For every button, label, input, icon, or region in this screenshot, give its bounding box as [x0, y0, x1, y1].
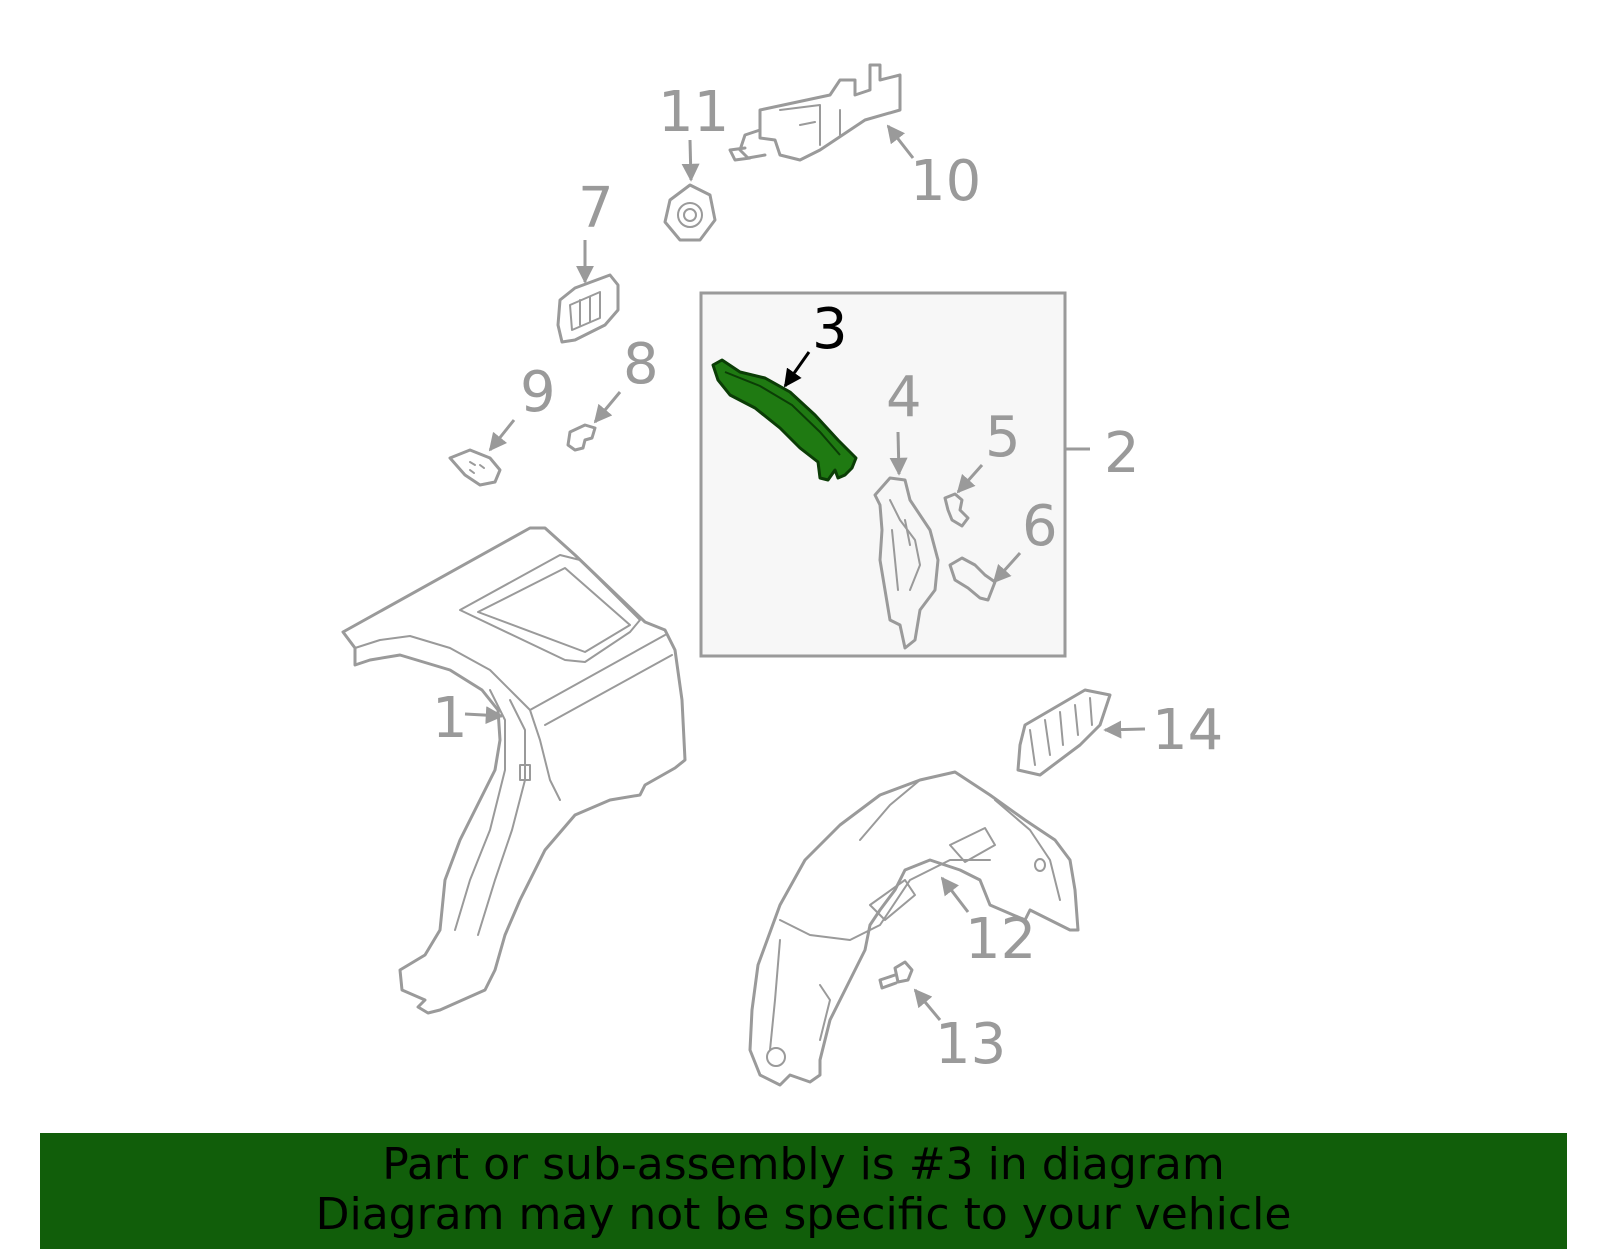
callout-leader-14 [1103, 720, 1146, 739]
callout-leader-11 [681, 139, 700, 182]
subassembly-box [699, 291, 1067, 658]
callout-7: 7 [578, 176, 614, 241]
banner-line-2: Diagram may not be specific to your vehi… [315, 1189, 1292, 1240]
callout-11: 11 [658, 80, 729, 145]
callout-leader-5 [956, 464, 984, 494]
callout-leader-13 [913, 988, 942, 1021]
part-6-clip [948, 556, 997, 602]
callout-12: 12 [965, 907, 1036, 972]
part-9-plug [448, 448, 502, 487]
callout-leader-3 [783, 351, 811, 388]
part-14-vent [1016, 688, 1112, 777]
part-3-reinforcement [711, 358, 858, 482]
callout-leader-8 [593, 391, 622, 424]
part-5-clip [943, 492, 970, 528]
callout-5: 5 [985, 405, 1021, 470]
part-12-wheelhouse-liner [748, 770, 1080, 1087]
part-1-quarter-panel [341, 526, 687, 1015]
info-banner: Part or sub-assembly is #3 in diagram Di… [40, 1133, 1567, 1249]
callout-9: 9 [520, 360, 556, 425]
part-7-bracket [556, 273, 620, 344]
callout-leader-12 [940, 876, 970, 913]
part-4-bracket [873, 476, 940, 650]
part-8-clip [566, 423, 597, 452]
callout-6: 6 [1022, 494, 1058, 559]
callout-8: 8 [623, 332, 659, 397]
callout-leader-6 [992, 551, 1022, 584]
callout-14: 14 [1152, 698, 1223, 763]
banner-line-1: Part or sub-assembly is #3 in diagram [382, 1139, 1225, 1190]
callout-leader-4 [889, 431, 908, 476]
callout-10: 10 [910, 149, 981, 214]
callout-2: 2 [1104, 421, 1140, 486]
callout-3: 3 [812, 297, 848, 362]
callout-1: 1 [432, 686, 468, 751]
part-11-nut [663, 183, 717, 242]
callout-13: 13 [935, 1012, 1006, 1077]
part-13-screw [878, 960, 914, 990]
callout-leader-9 [488, 419, 516, 452]
callout-leader-10 [886, 124, 915, 159]
callout-4: 4 [886, 365, 922, 430]
part-10-switch [728, 63, 902, 162]
callout-leader-1 [464, 706, 504, 725]
